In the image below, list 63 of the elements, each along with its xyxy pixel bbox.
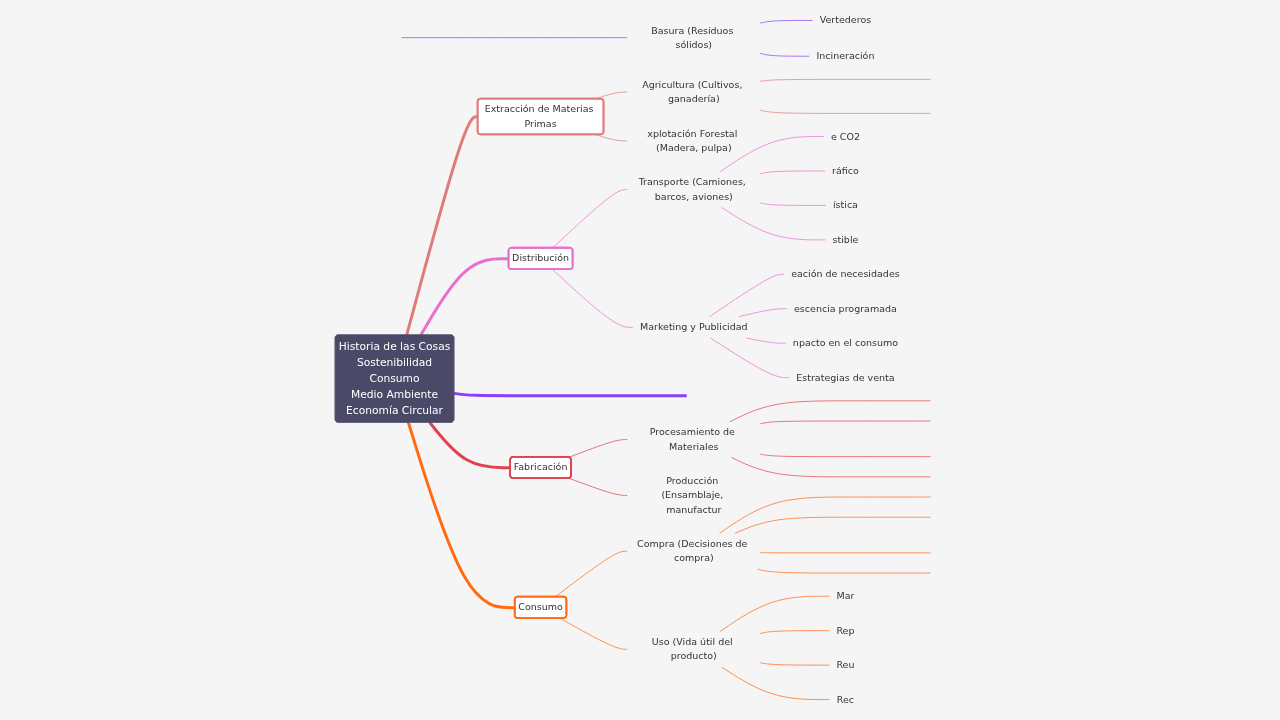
topic-label: ráfico [832, 165, 859, 177]
topic-label: Estrategias de venta [796, 371, 895, 383]
topic-label: Procesamiento de Materiales [649, 426, 735, 453]
branch-line [759, 552, 931, 554]
topic-label: Reu [836, 659, 855, 671]
topic-label: Marketing y Publicidad [639, 321, 748, 333]
topic-label: Agricultura (Cultivos, ganadería) [642, 79, 743, 105]
topic-label: ística [832, 199, 858, 211]
branch-topic-box: Consumo [513, 595, 568, 619]
branch-line [730, 457, 931, 478]
branch-line [759, 20, 813, 24]
topic-label: xplotación Forestal (Madera, pulpa) [647, 127, 738, 154]
topic-label: Uso (Vida útil del producto) [651, 636, 733, 662]
branch-line [719, 136, 825, 173]
topic-label: e CO2 [830, 130, 860, 142]
branch-line [759, 170, 826, 175]
topic-label: Transporte (Camiones, barcos, aviones) [638, 176, 746, 202]
branch-line [759, 202, 827, 206]
branch-line [709, 273, 785, 317]
branch-line [759, 79, 931, 82]
branch-line [759, 662, 830, 666]
branch-line [552, 269, 634, 328]
topic-label: eación de necesidades [791, 268, 900, 280]
branch-line [729, 400, 931, 423]
branch-line [759, 453, 931, 457]
branch-line [757, 568, 931, 574]
branch-line [710, 337, 790, 379]
topic-label: escencia programada [794, 302, 897, 315]
branch-line [568, 439, 628, 458]
branch-topic-box: Fabricación [509, 455, 572, 480]
branch-line [759, 420, 931, 425]
branch-line [552, 189, 628, 249]
topic-label: Rep [836, 624, 855, 636]
branch-line [401, 37, 628, 38]
thick-branch-line [428, 421, 511, 470]
central-topic-box: Historia de las Cosas Sostenibilidad Consumo Medio Ambiente Economía Circular [334, 334, 455, 423]
branch-line [719, 595, 830, 632]
branch-line [719, 496, 931, 534]
topic-label: Rec [836, 693, 855, 705]
branch-line [746, 337, 787, 344]
topic-label: Basura (Residuos sólidos) [651, 24, 734, 51]
branch-topic-box: Distribución [507, 246, 574, 270]
branch-line [759, 630, 830, 634]
branch-line [721, 666, 831, 700]
branch-line [738, 308, 788, 317]
topic-label: Vertederos [819, 14, 872, 26]
branch-line [721, 207, 826, 241]
branch-line [559, 618, 628, 650]
topic-label: Mar [836, 590, 855, 602]
topic-label: stible [832, 233, 859, 246]
branch-line [759, 109, 931, 114]
topic-label: Incineración [816, 50, 875, 62]
topic-label: Producción (Ensamblaje, manufactur [661, 475, 724, 515]
topic-label: npacto en el consumo [792, 337, 899, 349]
topic-label: Compra (Decisiones de compra) [637, 538, 748, 564]
branch-topic-box: Extracción de Materias Primas [476, 97, 605, 136]
branch-line [759, 53, 810, 57]
branch-line [734, 516, 931, 534]
thick-branch-line [453, 391, 687, 398]
branch-line [554, 550, 628, 598]
thick-branch-line [419, 257, 509, 336]
branch-line [568, 478, 628, 496]
thick-branch-line [405, 115, 478, 336]
